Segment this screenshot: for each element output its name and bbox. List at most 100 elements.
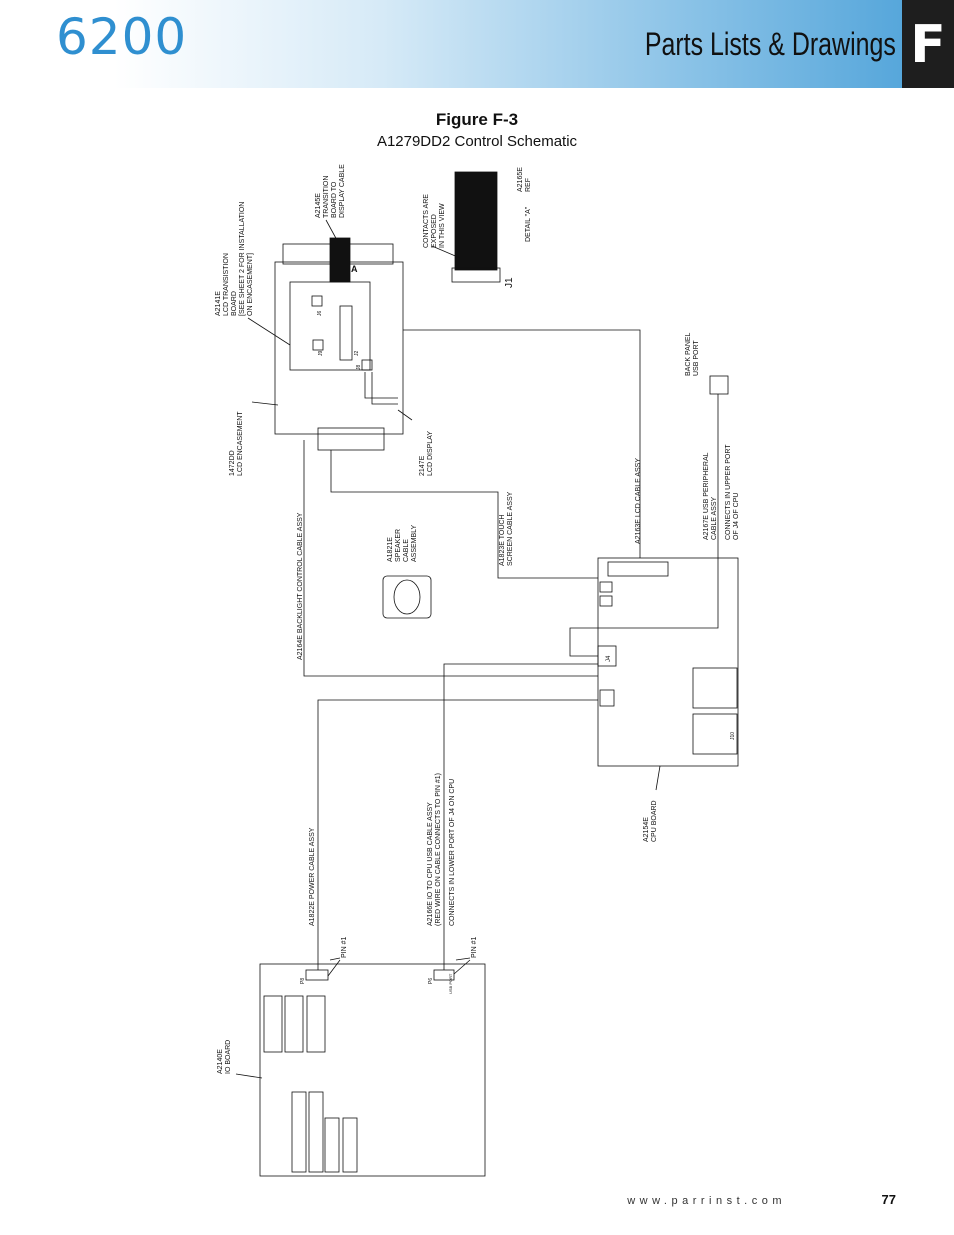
label-usb-peripheral-2: CABLE ASSY [711, 496, 718, 540]
label-display-1: 2147E [419, 455, 426, 476]
label-j4: J4 [606, 655, 612, 662]
wire-touch-cable [330, 450, 598, 579]
lcd-flex-cable [364, 372, 398, 405]
cpu-small-conn-1 [599, 581, 613, 593]
label-lcd-cable: A2163E LCD CABLE ASSY [635, 458, 642, 544]
lcd-encasement-outline [274, 261, 404, 435]
label-usb-peripheral-1: A2167E USB PERIPHERAL [703, 452, 710, 540]
cpu-small-conn-2 [599, 595, 613, 607]
label-transition-board-4: DISPLAY CABLE [339, 164, 346, 218]
label-io-usb-1: A2166E IO TO CPU USB CABLE ASSY [427, 802, 434, 926]
label-j9: J9 [318, 351, 324, 357]
page-header: 6200 Parts Lists & Drawings F [0, 0, 954, 88]
wire-lcd-cable [403, 329, 641, 558]
leader-io-board [235, 1073, 263, 1079]
label-cable-ref-2: REF [525, 178, 532, 192]
label-j6: J6 [317, 311, 323, 317]
detail-a-ribbon [454, 171, 498, 271]
label-pin1-power: PIN #1 [341, 936, 348, 958]
label-backlight-cable: A2164E BACKLIGHT CONTROL CABLE ASSY [297, 512, 304, 660]
lcd-lower-bracket [317, 427, 385, 451]
leader-encasement [251, 401, 279, 406]
label-lcd-transition-5: ON ENCASEMENT] [247, 253, 254, 316]
io-board [259, 963, 486, 1177]
label-display-2: LCD DISPLAY [427, 431, 434, 476]
label-usb-peripheral-3: CONNECTS IN UPPER PORT [725, 444, 732, 540]
label-detail-a: DETAIL "A" [525, 206, 532, 242]
label-group-cable-ref: A2165E REF [517, 167, 532, 192]
label-usb-port-small: USB PORT [448, 973, 453, 994]
label-cpu-2: CPU BOARD [651, 800, 658, 842]
io-terminal-3 [324, 1117, 340, 1173]
wire-usb-peripheral [569, 394, 719, 657]
transition-cable-ribbon [329, 237, 351, 283]
label-contacts-2: EXPOSED [431, 214, 438, 248]
label-pin1-io: PIN #1 [471, 936, 478, 958]
io-relay-2 [284, 995, 304, 1053]
label-io-usb-3: CONNECTS IN LOWER PORT OF J4 ON CPU [449, 779, 456, 926]
label-power-cable: A1822E POWER CABLE ASSY [309, 827, 316, 926]
cpu-connector-j8 [599, 689, 615, 707]
label-p6: P6 [428, 978, 434, 984]
model-number: 6200 [56, 8, 188, 66]
label-j1: J1 [504, 277, 515, 288]
label-lcd-transition-1: A2141E [215, 291, 222, 316]
connector-j6 [311, 295, 323, 307]
label-transition-board-1: A2145E [315, 193, 322, 218]
label-group-encasement: 1472DD LCD ENCASEMENT [229, 411, 244, 476]
leader-display [397, 409, 413, 421]
io-p8-header [305, 969, 329, 981]
label-lcd-transition-4: [SEE SHEET 2 FOR INSTALLATION [239, 202, 246, 316]
label-lcd-transition-2: LCD TRANSISTION [223, 253, 230, 316]
label-transition-board-2: TRANSITION [323, 176, 330, 218]
leader-lcd-transition [247, 317, 291, 346]
label-j10: J10 [730, 732, 736, 740]
wire-power [317, 699, 598, 970]
label-j2: J2 [354, 351, 360, 357]
label-j8: J8 [356, 365, 362, 371]
label-encasement-1: 1472DD [229, 450, 236, 476]
label-group-touch: A1823E TOUCH SCREEN CABLE ASSY [499, 491, 514, 566]
label-transition-board-3: BOARD TO [331, 181, 338, 218]
label-io-board-1: A2140E [217, 1049, 224, 1074]
label-usb-peripheral-4: OF J4 OF CPU [733, 493, 740, 540]
io-terminal-4 [342, 1117, 358, 1173]
label-group-contacts: CONTACTS ARE EXPOSED IN THIS VIEW [423, 194, 446, 248]
label-io-board-2: IO BOARD [225, 1040, 232, 1074]
io-relay-3 [306, 995, 326, 1053]
label-speaker-1: A1821E [387, 537, 394, 562]
wire-io-usb [443, 663, 598, 970]
label-group-cpu: A2154E CPU BOARD [643, 800, 658, 842]
leader-pin1-io [453, 957, 471, 975]
footer-url[interactable]: www.parrinst.com [627, 1195, 786, 1207]
label-cable-ref-1: A2165E [517, 167, 524, 192]
label-touch-2: SCREEN CABLE ASSY [507, 491, 514, 566]
io-relay-1 [263, 995, 283, 1053]
lcd-display-connector [339, 305, 353, 361]
section-title: Parts Lists & Drawings [644, 26, 896, 62]
label-contacts-3: IN THIS VIEW [439, 203, 446, 248]
section-tab-letter: F [902, 0, 954, 88]
label-io-usb-2: (RED WIRE ON CABLE CONNECTS TO PIN #1) [435, 773, 442, 926]
label-group-io-usb: A2166E IO TO CPU USB CABLE ASSY (RED WIR… [427, 773, 456, 926]
label-speaker-4: ASSEMBLY [411, 524, 418, 562]
cpu-card-slot-1 [692, 667, 738, 709]
label-touch-1: A1823E TOUCH [499, 515, 506, 567]
back-panel-usb-port [709, 375, 729, 395]
figure-label: Figure F-3 [435, 110, 519, 129]
label-lcd-transition-3: BOARD [231, 291, 238, 316]
speaker-cone [393, 579, 421, 615]
label-group-transition: A2145E TRANSITION BOARD TO DISPLAY CABLE [315, 164, 346, 218]
label-group-io-board: A2140E IO BOARD [217, 1040, 232, 1074]
detail-a-connector [451, 267, 501, 283]
label-detail-a-marker: A [351, 264, 358, 274]
speaker [382, 575, 432, 619]
page-number: 77 [881, 1192, 896, 1207]
cpu-lcd-header [607, 561, 669, 577]
cpu-board [597, 557, 739, 767]
connector-j8 [361, 359, 373, 371]
label-speaker-3: CABLE [403, 539, 410, 562]
io-terminal-2 [308, 1091, 324, 1173]
label-group-display: 2147E LCD DISPLAY [419, 431, 434, 476]
